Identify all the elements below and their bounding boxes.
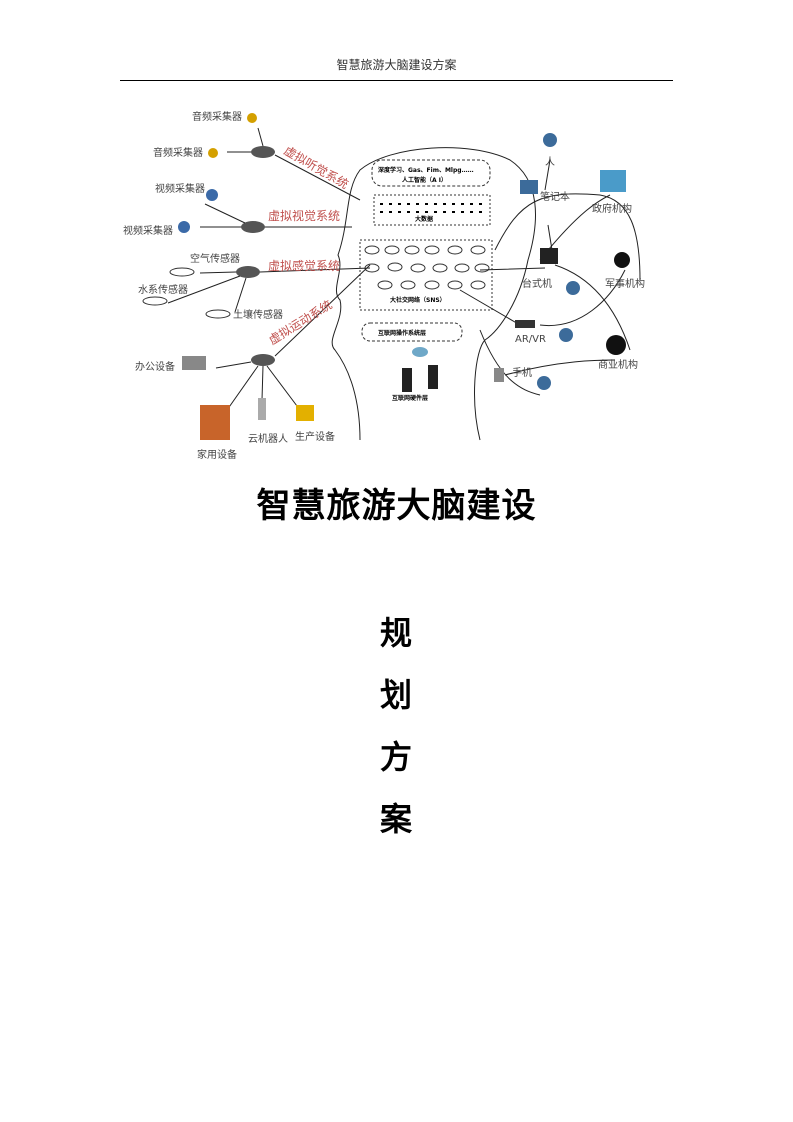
sns-label: 大社交网络（SNS） xyxy=(390,296,446,304)
os-box xyxy=(361,322,463,342)
virtual-auditory-system: 虚拟听觉系统 xyxy=(282,143,351,191)
virtual-sensory-system: 虚拟感觉系统 xyxy=(268,258,340,273)
phone-icon xyxy=(494,368,504,382)
air-sensor-label: 空气传感器 xyxy=(190,252,240,265)
ai-hub xyxy=(251,146,275,158)
military-label: 军事机构 xyxy=(605,277,645,290)
ai-layer-box xyxy=(371,159,491,187)
desktop-label: 台式机 xyxy=(522,277,552,290)
virtual-visual-system: 虚拟视觉系统 xyxy=(268,208,340,223)
audio-sensor-icon xyxy=(208,148,218,158)
arvr-label: AR/VR xyxy=(515,334,546,345)
person-icon xyxy=(537,376,551,390)
laptop-icon xyxy=(520,180,538,194)
water-sensor-label: 水系传感器 xyxy=(138,283,188,296)
os-label: 互联网操作系统层 xyxy=(378,329,426,337)
subtitle-char: 案 xyxy=(379,800,412,838)
bigdata-label: 大数据 xyxy=(415,215,433,223)
production-equipment-label: 生产设备 xyxy=(295,430,335,443)
home-equipment-label: 家用设备 xyxy=(197,448,237,460)
ai-hub xyxy=(241,221,265,233)
home-box-icon xyxy=(200,405,230,440)
money-bag-icon xyxy=(606,335,626,355)
subtitle-char: 方 xyxy=(379,738,412,776)
robot-icon xyxy=(258,398,266,420)
hardware-label: 互联网硬件层 xyxy=(392,394,428,402)
subtitle-char: 划 xyxy=(379,676,412,714)
running-header: 智慧旅游大脑建设方案 xyxy=(336,58,457,72)
soil-sensor-label: 土壤传感器 xyxy=(233,308,283,321)
server-icon xyxy=(402,368,412,392)
subtitle-char: 规 xyxy=(379,614,412,652)
cloud-robot-label: 云机器人 xyxy=(248,432,288,445)
person-icon xyxy=(543,133,557,147)
video-collector-label: 视频采集器 xyxy=(123,224,173,237)
military-icon xyxy=(614,252,630,268)
person-icon xyxy=(566,281,580,295)
audio-collector-label: 音频采集器 xyxy=(192,110,242,123)
government-building-icon xyxy=(600,170,626,192)
ai-hub xyxy=(251,354,275,366)
video-collector-label: 视频采集器 xyxy=(155,182,205,195)
server-icon xyxy=(428,365,438,389)
forklift-icon xyxy=(296,405,314,421)
header-rule xyxy=(120,80,673,81)
vr-headset-icon xyxy=(515,320,535,328)
desktop-icon xyxy=(540,248,558,264)
ai-top-text: 深度学习、Gas、Fim、Mlpg…… xyxy=(378,166,474,174)
laptop-label: 笔记本 xyxy=(540,190,570,203)
camera-icon xyxy=(178,221,190,233)
camera-icon xyxy=(206,189,218,201)
printer-icon xyxy=(182,356,206,370)
gov-label: 政府机构 xyxy=(592,202,632,215)
person-label: 人 xyxy=(545,156,555,168)
bigdata-box xyxy=(373,194,491,226)
head-outline xyxy=(331,147,536,441)
commerce-label: 商业机构 xyxy=(598,358,638,371)
office-equipment-label: 办公设备 xyxy=(135,360,175,373)
virtual-motor-system: 虚拟运动系统 xyxy=(266,298,334,348)
phone-label: 手机 xyxy=(512,366,532,379)
audio-collector-label: 音频采集器 xyxy=(153,146,203,159)
ai-label: 人工智能（A I） xyxy=(402,176,447,184)
brain-network-diagram: 深度学习、Gas、Fim、Mlpg…… 人工智能（A I） 大数据 大社交网络（… xyxy=(123,110,645,460)
ai-hub xyxy=(236,266,260,278)
audio-sensor-icon xyxy=(247,113,257,123)
sns-nodes xyxy=(364,245,490,290)
router-icon xyxy=(412,347,428,357)
document-title: 智慧旅游大脑建设 xyxy=(256,486,537,526)
person-icon xyxy=(559,328,573,342)
